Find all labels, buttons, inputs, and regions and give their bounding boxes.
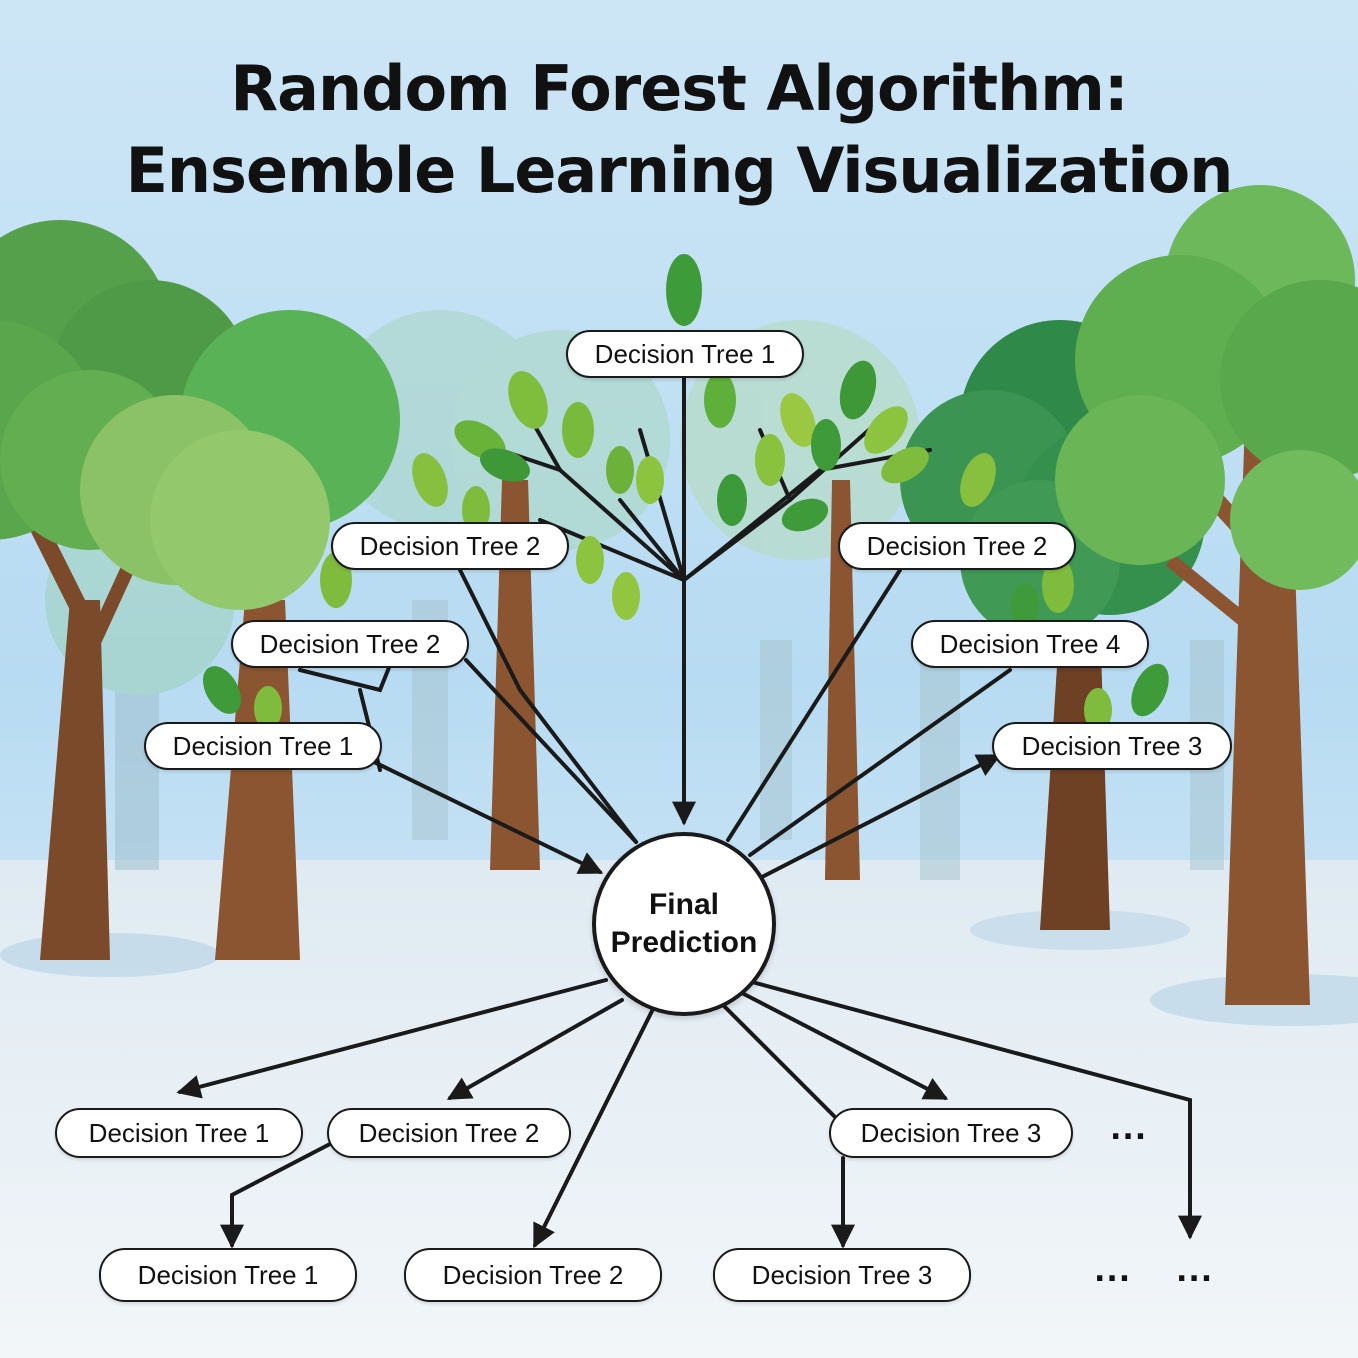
lower-connectors	[176, 978, 1202, 1249]
node-mid-decision-tree-3: Decision Tree 3	[829, 1108, 1073, 1158]
node-bottom-decision-tree-1: Decision Tree 1	[99, 1248, 357, 1302]
final-prediction-line-2: Prediction	[610, 926, 758, 959]
node-upper-left-decision-tree-1: Decision Tree 1	[144, 722, 382, 770]
mid-row-ellipsis: ...	[1110, 1112, 1148, 1147]
tree-left-middle	[80, 310, 400, 960]
upper-connectors	[298, 376, 1012, 880]
final-prediction-line-1: Final	[648, 888, 719, 921]
node-bottom-decision-tree-3: Decision Tree 3	[713, 1248, 971, 1302]
bottom-row-ellipsis-b: ...	[1176, 1254, 1214, 1289]
diagram-title-line-2: Ensemble Learning Visualization	[125, 134, 1234, 207]
diagram-title-line-1: Random Forest Algorithm:	[230, 52, 1128, 125]
bottom-row-ellipsis-a: ...	[1094, 1254, 1132, 1289]
tree-right	[1055, 185, 1358, 1005]
node-top-decision-tree-1: Decision Tree 1	[566, 330, 804, 378]
node-bottom-decision-tree-2: Decision Tree 2	[404, 1248, 662, 1302]
node-upper-left-decision-tree-2b: Decision Tree 2	[231, 620, 469, 668]
node-mid-decision-tree-2: Decision Tree 2	[327, 1108, 571, 1158]
node-upper-right-decision-tree-4: Decision Tree 4	[911, 620, 1149, 668]
node-upper-right-decision-tree-3: Decision Tree 3	[992, 722, 1232, 770]
node-mid-decision-tree-1: Decision Tree 1	[55, 1108, 303, 1158]
node-upper-right-decision-tree-2: Decision Tree 2	[838, 522, 1076, 570]
tree-center	[490, 480, 860, 880]
node-upper-left-decision-tree-2a: Decision Tree 2	[331, 522, 569, 570]
final-prediction-node: Final Prediction	[592, 832, 776, 1016]
